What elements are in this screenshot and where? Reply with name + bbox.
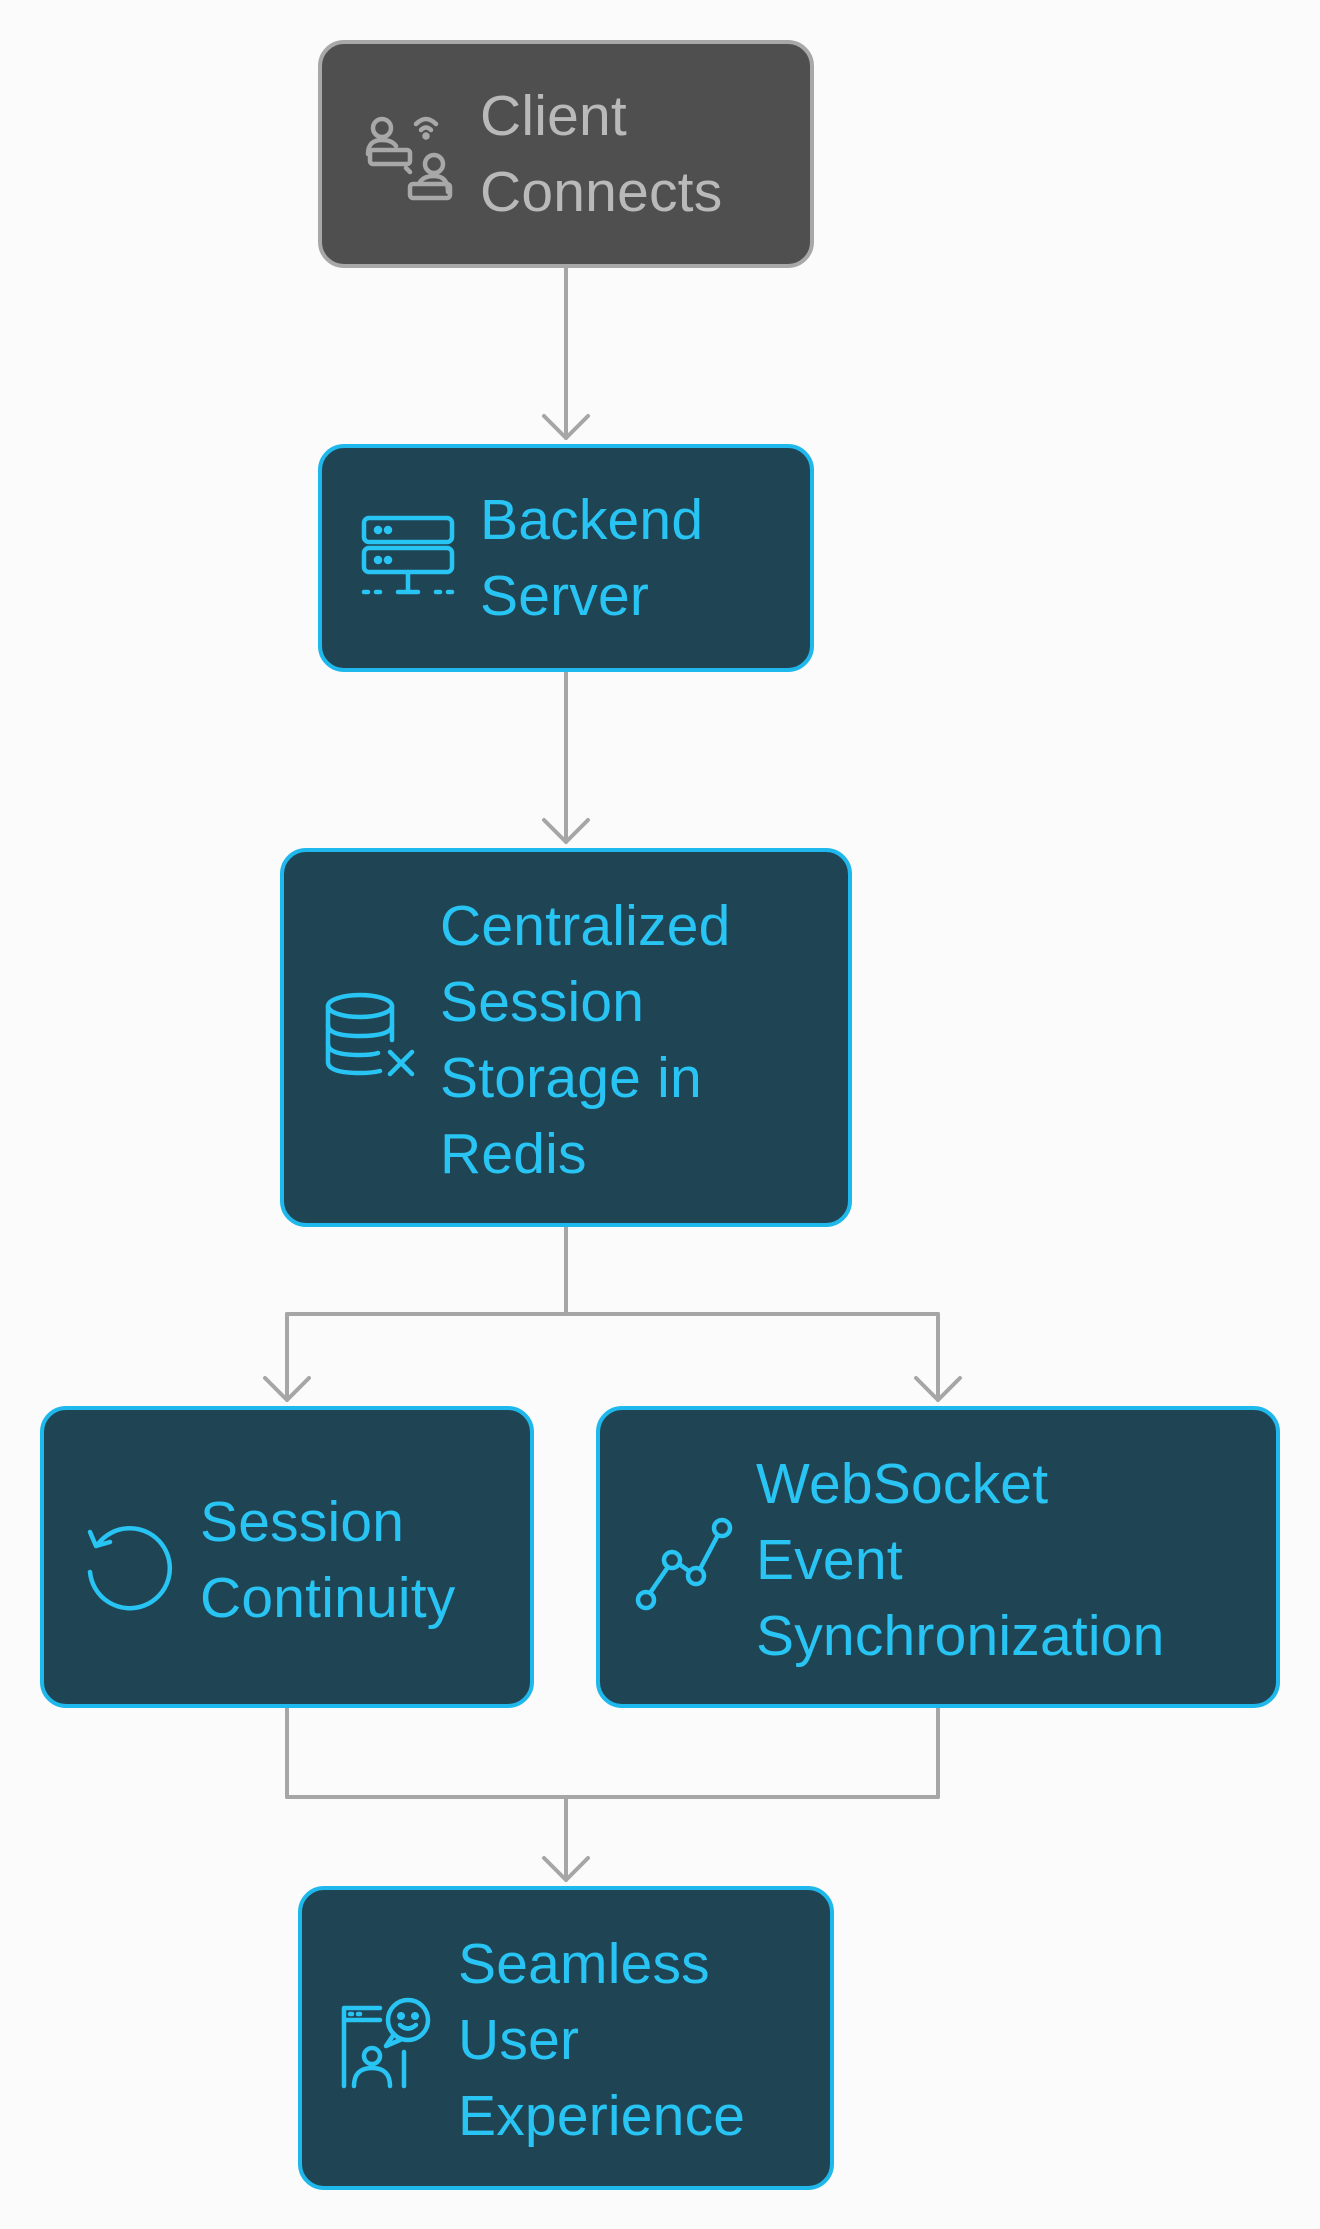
node-label: Client Connects	[480, 84, 723, 224]
node-seamless-user-experience: Seamless User Experience	[298, 1886, 834, 2190]
arrow-client-to-backend	[542, 266, 590, 440]
refresh-icon	[78, 1514, 178, 1614]
arrow-backend-to-storage	[542, 670, 590, 844]
node-label: Seamless User Experience	[458, 1932, 746, 2148]
node-client-connects: Client Connects	[318, 40, 814, 268]
node-label: Backend Server	[480, 488, 704, 628]
database-x-icon	[320, 988, 420, 1088]
node-label: WebSocket Event Synchronization	[756, 1452, 1165, 1668]
node-label: Centralized Session Storage in Redis	[440, 894, 731, 1186]
user-feedback-icon	[336, 1994, 436, 2094]
server-icon	[358, 510, 458, 610]
node-label: Session Continuity	[200, 1490, 456, 1630]
node-backend-server: Backend Server	[318, 444, 814, 672]
users-wifi-icon	[360, 106, 460, 206]
arrow-merge-to-experience	[285, 1706, 940, 1882]
node-centralized-session-storage: Centralized Session Storage in Redis	[280, 848, 852, 1227]
node-session-continuity: Session Continuity	[40, 1406, 534, 1708]
line-chart-icon	[634, 1514, 734, 1614]
node-websocket-event-sync: WebSocket Event Synchronization	[596, 1406, 1280, 1708]
arrow-storage-split	[263, 1225, 962, 1402]
